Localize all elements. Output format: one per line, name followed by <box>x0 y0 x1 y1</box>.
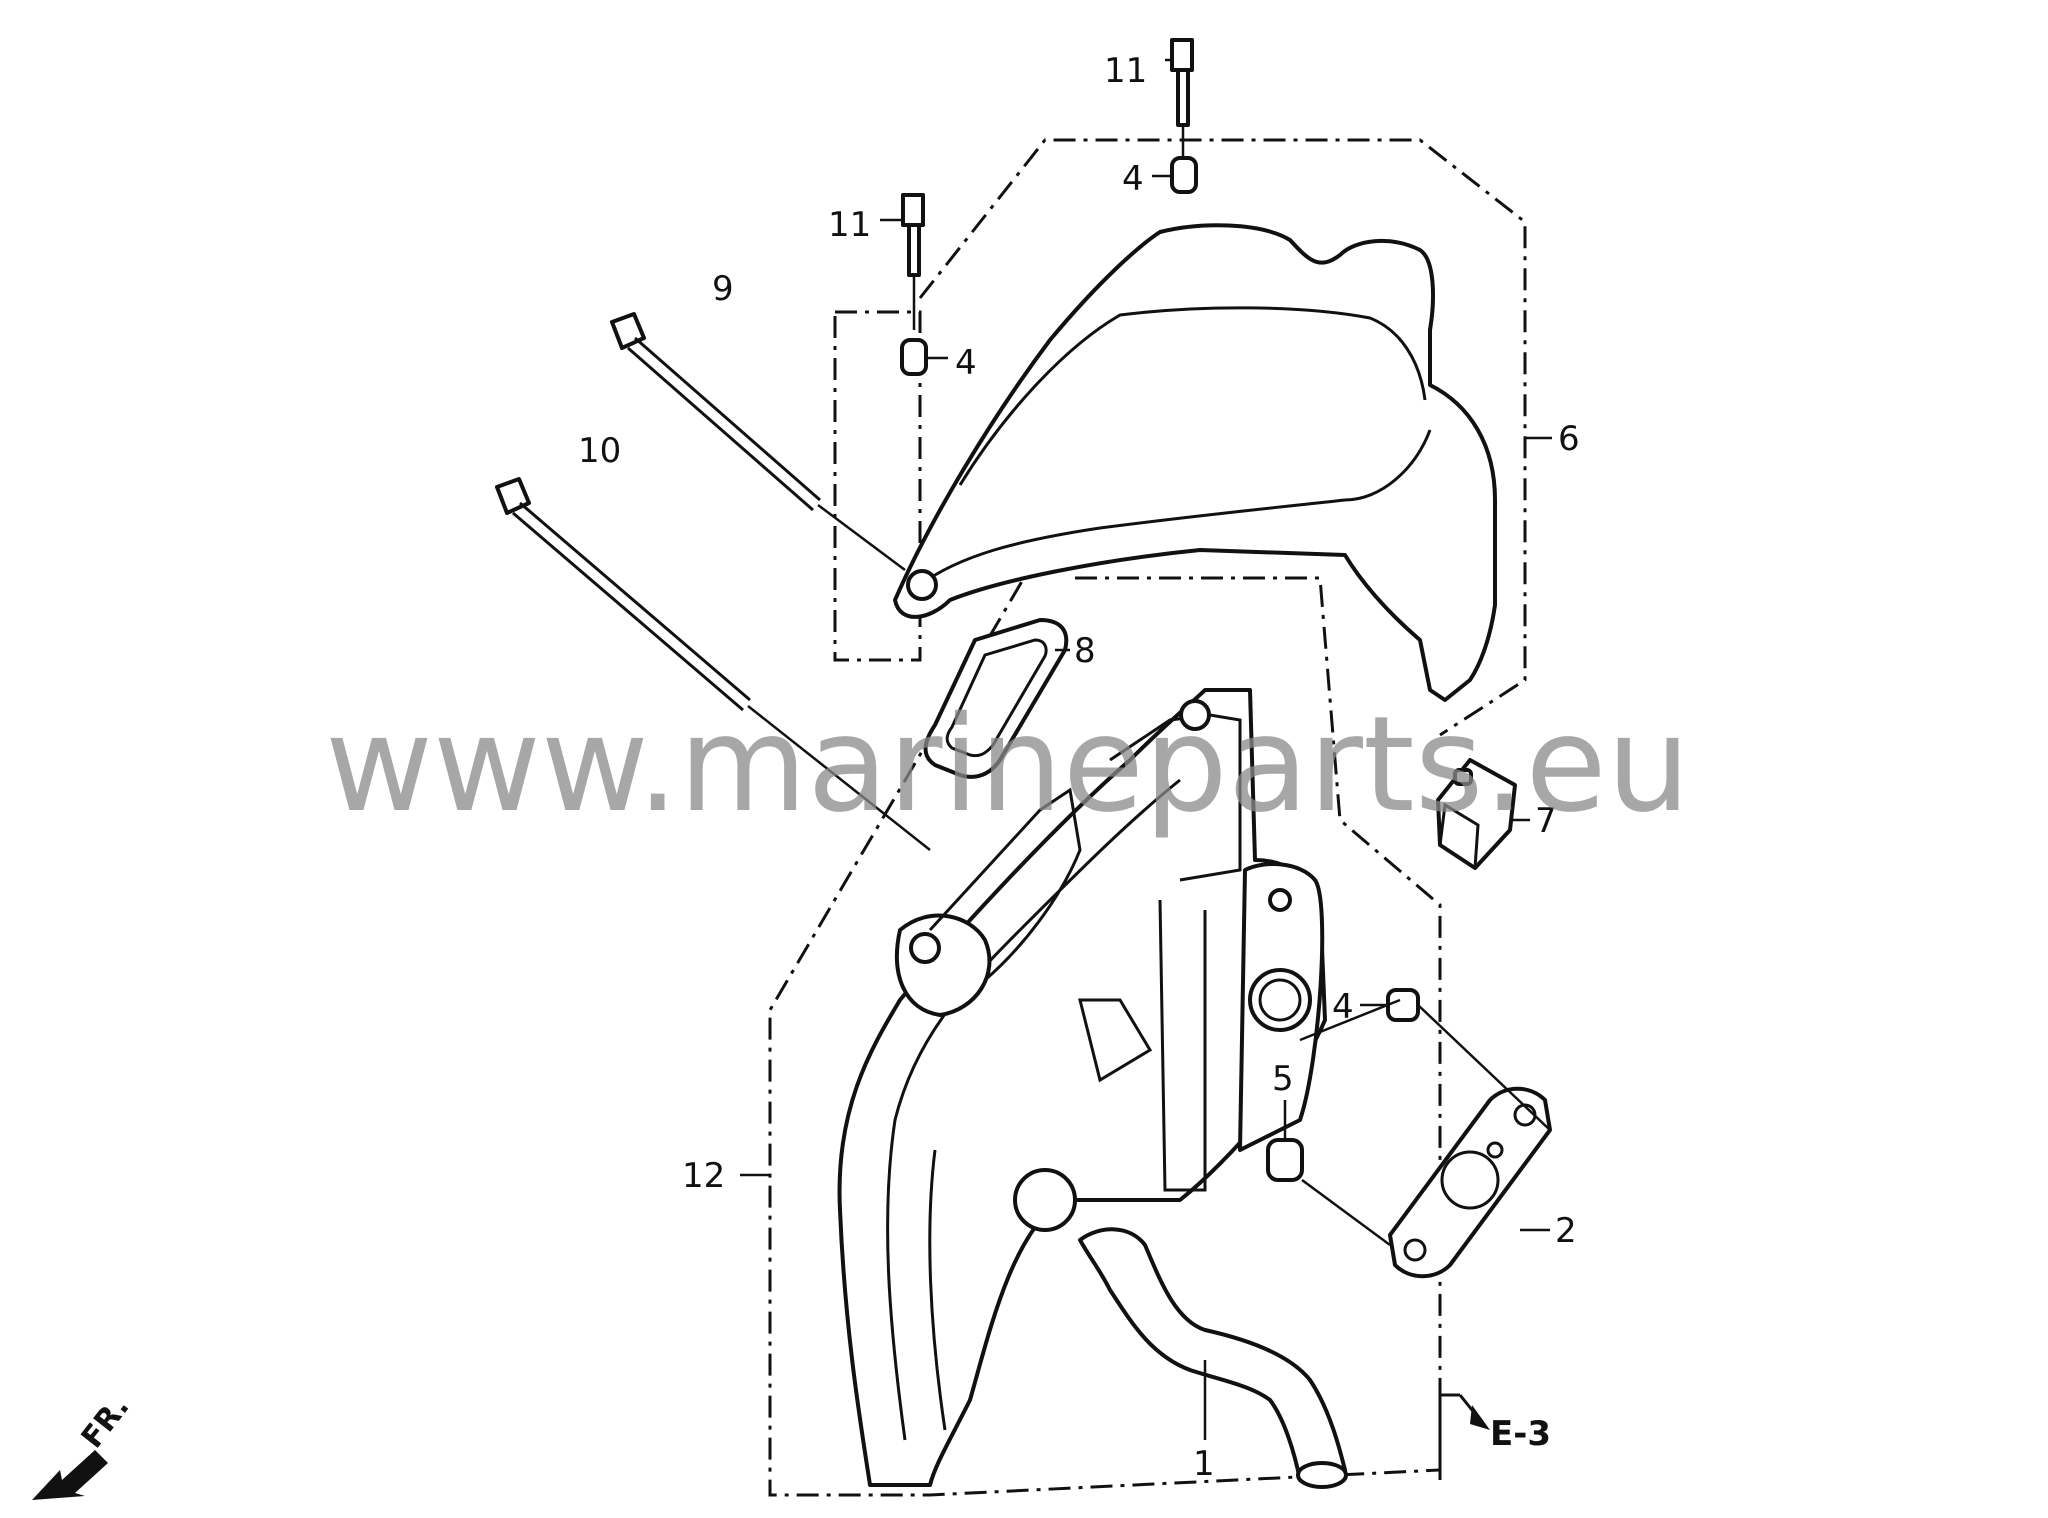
callout-1: 1 <box>1193 1444 1215 1484</box>
reference-arrow <box>1438 1393 1482 1480</box>
collar-4-right <box>1386 988 1420 1022</box>
callout-4-right: 4 <box>1332 987 1354 1027</box>
long-bolt-9 <box>610 312 906 572</box>
bolt-11-upper <box>1170 38 1194 160</box>
front-direction-label: FR. <box>75 1390 137 1455</box>
collar-5 <box>1266 1138 1304 1182</box>
housing-12 <box>837 688 1327 1487</box>
callout-5: 5 <box>1272 1059 1294 1099</box>
callout-11-left: 11 <box>828 205 871 245</box>
hose-1 <box>1078 1227 1348 1489</box>
callout-10: 10 <box>578 431 621 471</box>
long-bolt-10 <box>495 477 931 851</box>
group-6-outline <box>918 138 1527 737</box>
gasket-8 <box>923 618 1069 779</box>
collar-4-upper <box>1170 156 1198 194</box>
collar-4-left <box>900 338 928 376</box>
reference-label: E-3 <box>1490 1414 1551 1454</box>
callout-2: 2 <box>1555 1211 1577 1251</box>
callout-4-upper: 4 <box>1122 159 1144 199</box>
bolt-11-left <box>901 193 925 330</box>
callout-9: 9 <box>712 269 734 309</box>
callout-6: 6 <box>1558 419 1580 459</box>
clip-7 <box>1436 758 1517 870</box>
callout-4-left: 4 <box>955 343 977 383</box>
watermark: www.marineparts.eu <box>325 688 1690 842</box>
cover-6 <box>893 223 1497 702</box>
callout-7: 7 <box>1535 801 1557 841</box>
callout-8: 8 <box>1074 631 1096 671</box>
callout-11-upper: 11 <box>1104 51 1147 91</box>
group-8-outline <box>833 310 922 662</box>
front-direction-icon <box>32 1450 108 1500</box>
gasket-plate-2 <box>1388 1086 1552 1279</box>
callout-12: 12 <box>682 1156 725 1196</box>
reference-arrowhead <box>1470 1405 1490 1430</box>
